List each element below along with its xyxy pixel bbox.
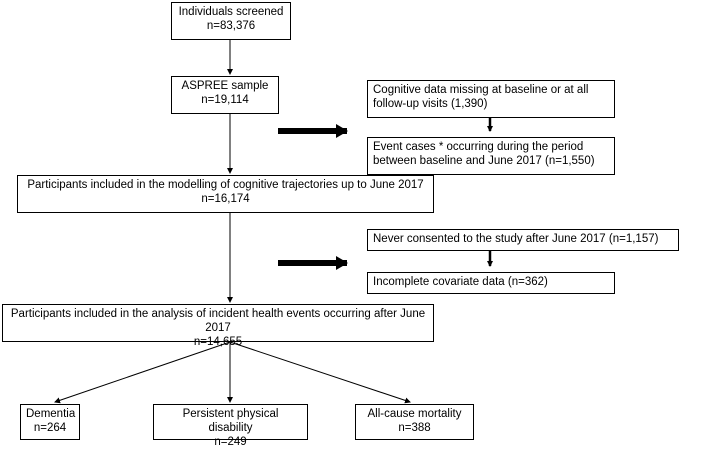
- dementia-count: n=264: [33, 422, 67, 434]
- aspree-count: n=19,114: [201, 94, 249, 106]
- mortality-box: All-cause mortality n=388: [355, 404, 474, 440]
- analysis-title: Participants included in the analysis of…: [10, 308, 426, 334]
- arrow-analysis-to-dementia: [54, 341, 231, 404]
- analysis-count: n=14,655: [193, 336, 243, 348]
- arrow-analysis-to-mortality: [229, 341, 411, 404]
- modelling-count: n=16,174: [201, 193, 250, 205]
- modelling-box: Participants included in the modelling o…: [17, 175, 434, 213]
- event-cases-box: Event cases * occurring during the perio…: [367, 137, 615, 175]
- never-consented-box: Never consented to the study after June …: [367, 229, 679, 251]
- screened-count: n=83,376: [206, 20, 256, 32]
- never-consented-text: Never consented to the study after June …: [373, 233, 659, 245]
- disability-title: Persistent physical disability: [182, 408, 279, 434]
- dementia-title: Dementia: [26, 408, 76, 420]
- aspree-title: ASPREE sample: [181, 80, 269, 92]
- incomplete-covariate-text: Incomplete covariate data (n=362): [373, 276, 548, 288]
- missing-data-box: Cognitive data missing at baseline or at…: [367, 80, 615, 118]
- disability-box: Persistent physical disability n=249: [153, 404, 308, 448]
- screened-title: Individuals screened: [178, 6, 284, 18]
- mortality-count: n=388: [398, 422, 431, 434]
- dementia-box: Dementia n=264: [20, 404, 80, 440]
- aspree-box: ASPREE sample n=19,114: [171, 76, 279, 114]
- incomplete-covariate-box: Incomplete covariate data (n=362): [367, 272, 615, 294]
- modelling-title: Participants included in the modelling o…: [27, 179, 424, 191]
- mortality-title: All-cause mortality: [367, 408, 462, 420]
- screened-box: Individuals screened n=83,376: [171, 2, 291, 40]
- missing-data-text: Cognitive data missing at baseline or at…: [373, 84, 589, 110]
- analysis-box: Participants included in the analysis of…: [2, 304, 434, 348]
- disability-count: n=249: [214, 436, 247, 448]
- event-cases-text: Event cases * occurring during the perio…: [373, 141, 595, 167]
